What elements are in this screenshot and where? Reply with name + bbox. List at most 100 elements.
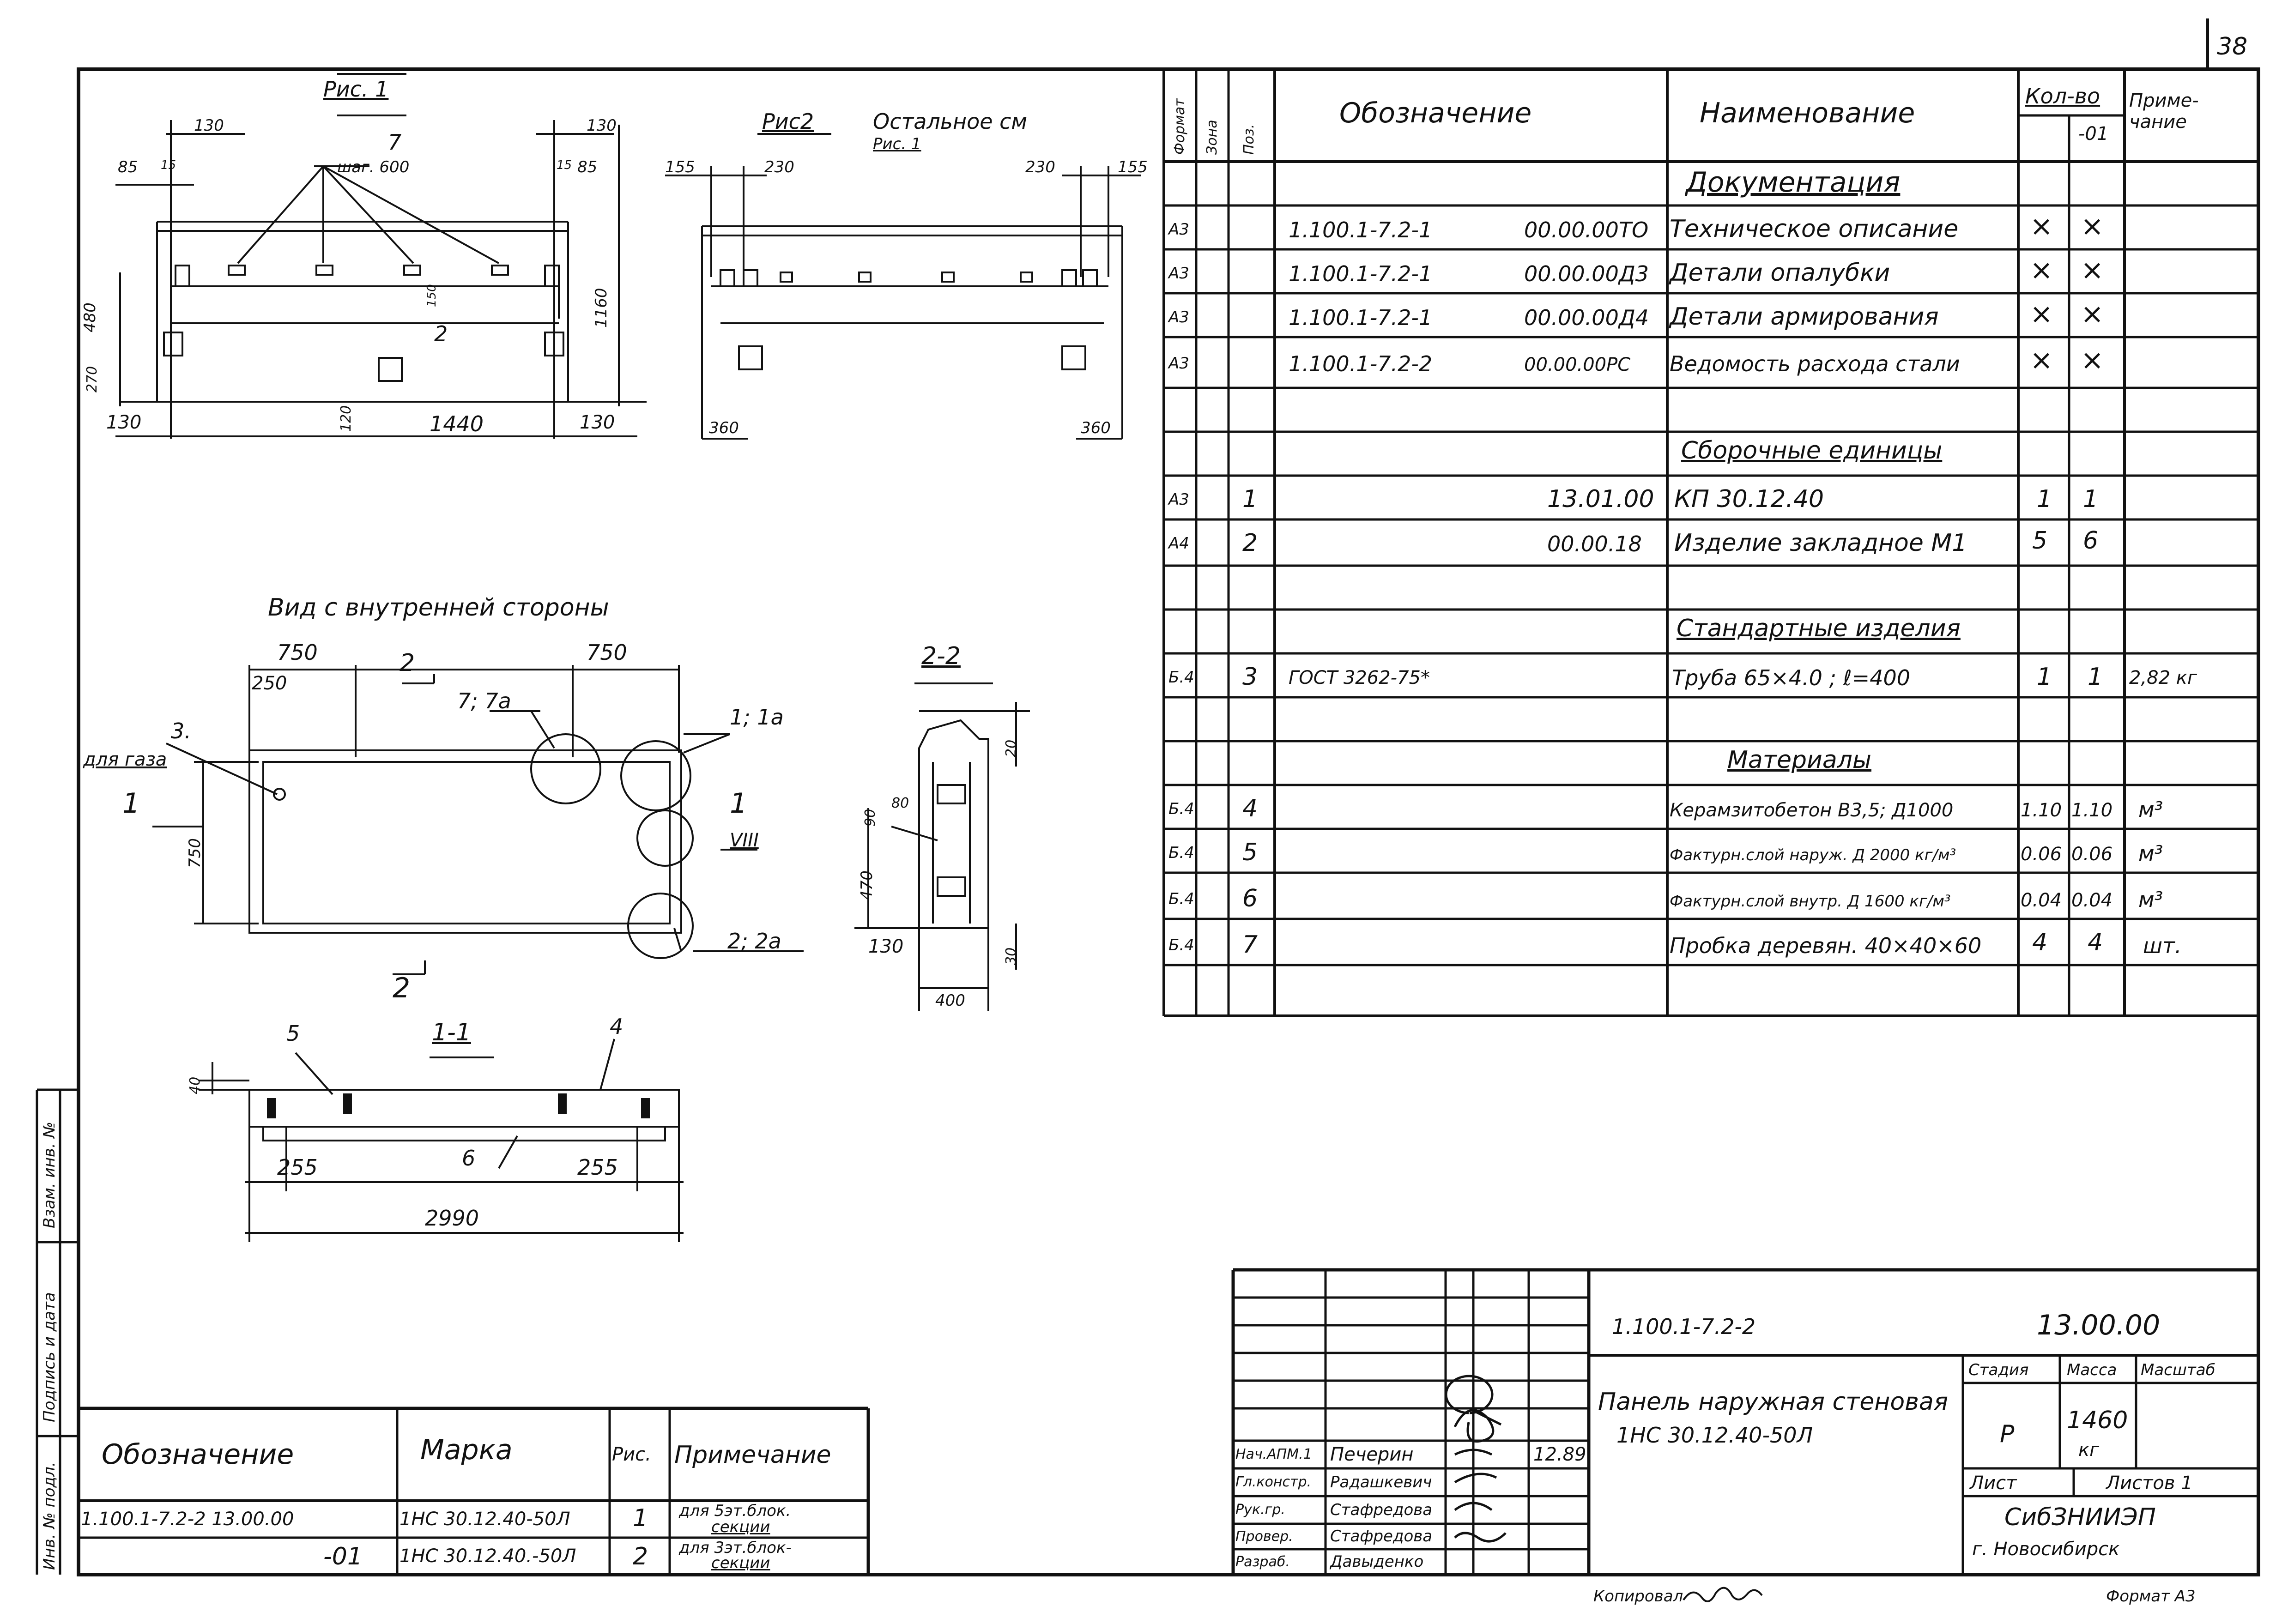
callout-7: 7 [388,130,402,155]
cell-qty-01: 1.10 [2071,800,2113,821]
cell-designation: 1.100.1-7.2-1 [1289,305,1433,330]
dim-label: 40 [187,1076,203,1094]
cell-qty-01: × [2081,254,2104,286]
section-assemblies: Сборочные единицы [1681,437,1943,465]
section-mark: 1 [122,787,140,820]
footer-format: Формат А3 [2106,1587,2196,1606]
cell-format: А3 [1168,220,1189,239]
scale-label: Масштаб [2141,1361,2215,1379]
cell-code: 00.00.00Д4 [1524,305,1649,330]
cell-note: для 3эт.блок- [679,1539,792,1557]
node-label: VIII [730,830,759,851]
cell-note: м³ [2138,887,2163,912]
fig1-title: Рис. 1 [323,77,389,102]
header-format: Формат [1172,98,1188,155]
dim-label: 15 [557,158,572,172]
signer-role: Рук.гр. [1235,1502,1285,1518]
cell-name: Пробка деревян. 40×40×60 [1670,933,1982,958]
cell-format: А4 [1168,534,1189,553]
sheet-label: Лист [1970,1473,2017,1494]
dim-label: 85 [118,158,138,176]
fig2-note-ref: Рис. 1 [873,135,921,153]
dim-label: 130 [106,412,142,433]
dim-label: 1440 [430,411,484,436]
cell-pos: 7 [1242,931,1258,959]
cell-fig: 2 [633,1543,648,1570]
dim-label: 130 [580,412,615,433]
cell-name: Детали опалубки [1670,259,1890,287]
header-fig: Рис. [612,1444,651,1465]
cell-designation: 1.100.1-7.2-2 [1289,351,1433,376]
header-qty-sub: -01 [2078,123,2109,145]
section-mark: 2 [400,649,415,677]
cell-format: А3 [1168,490,1189,509]
fig2-note: Остальное см [873,109,1028,134]
side-stamp-sign: Подпись и дата [40,1292,59,1422]
cell-qty-01: 0.04 [2071,890,2113,911]
cell-qty: × [2030,344,2053,376]
dim-label: шаг. 600 [337,158,410,176]
cell-qty-01: 4 [2088,929,2103,956]
cell-pos: 6 [1242,885,1258,912]
cell-mark: 1НС 30.12.40.-50Л [400,1546,576,1567]
header-zone: Зона [1204,120,1220,155]
signer-name: Стафредова [1330,1501,1433,1519]
dim-label: 1160 [592,288,611,328]
dim-label: 255 [577,1155,618,1180]
copier-signature-icon [1683,1587,1763,1602]
dim-label: 230 [1025,158,1055,176]
cell-code: 00.00.00Д3 [1524,261,1649,286]
mass-value: 1460 [2067,1407,2128,1434]
section-mark: 2 [393,972,411,1004]
cell-code: 00.00.18 [1547,531,1642,556]
cell-format: Б.4 [1168,800,1194,818]
cell-name: Труба 65×4.0 ; ℓ=400 [1672,665,1911,690]
cell-format: Б.4 [1168,668,1194,687]
dim-label: 130 [194,116,224,135]
cell-qty: 4 [2032,929,2048,956]
header-qty: Кол-во [2025,84,2100,109]
dim-label: 230 [764,158,794,176]
dim-label: 20 [1003,739,1019,757]
cell-qty: × [2030,254,2053,286]
cell-pos: 5 [1242,839,1258,866]
cell-name: КП 30.12.40 [1674,485,1824,513]
cell-format: Б.4 [1168,844,1194,862]
cell-code: 00.00.00РС [1524,354,1631,375]
section-documentation: Документация [1686,166,1901,199]
cell-format: А3 [1168,354,1189,373]
dim-label: 470 [858,870,876,900]
header-note: Приме-чание [2129,90,2199,133]
cell-qty-01: 0.06 [2071,844,2113,865]
cell-note: м³ [2138,841,2163,866]
node-label: 7; 7а [457,688,511,713]
side-stamp-replace: Взам. инв. № [40,1122,59,1228]
footer-copied: Копировал [1593,1587,1683,1606]
cell-qty-01: 1 [2088,663,2103,691]
doc-title: Панель наружная стеновая [1598,1388,1949,1416]
dim-label: 15 [161,158,176,172]
dim-label: 90 [862,809,878,827]
dim-label: 150 [425,284,439,307]
cell-qty: 0.04 [2021,890,2062,911]
header-mark: Марка [420,1434,513,1466]
cell-name: Фактурн.слой наруж. Д 2000 кг/м³ [1670,846,1956,864]
signer-name: Радашкевич [1330,1473,1432,1491]
cell-designation: 1.100.1-7.2-1 [1289,261,1433,286]
dim-label: 130 [587,116,617,135]
dim-label: 270 [84,366,100,392]
cell-qty: 5 [2032,527,2048,555]
dim-label: 360 [709,419,739,437]
signer-name: Стафредова [1330,1527,1433,1546]
org-name: СибЗНИИЭП [2004,1503,2156,1531]
cell-format: Б.4 [1168,936,1194,954]
dim-label: 2990 [425,1206,479,1231]
cell-pos: 1 [1242,485,1258,513]
cell-mark: 1НС 30.12.40-50Л [400,1509,570,1530]
cell-qty-01: × [2081,298,2104,330]
signer-role: Провер. [1235,1528,1293,1545]
sign-date: 12.89 [1533,1444,1586,1465]
dim-label: 250 [252,673,287,694]
cell-name: Техническое описание [1670,215,1959,243]
